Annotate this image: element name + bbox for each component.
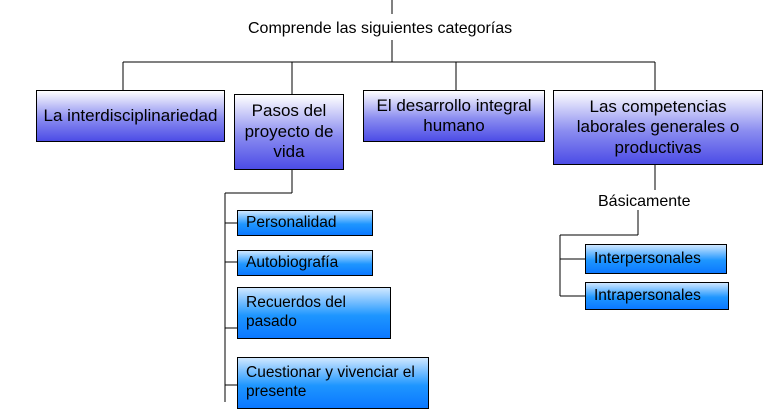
competencia-label: Interpersonales (594, 249, 701, 267)
category-label: El desarrollo integral humano (376, 95, 532, 135)
category-competencias-laborales[interactable]: Las competencias laborales generales o p… (553, 90, 763, 165)
paso-autobiografia[interactable]: Autobiografía (237, 250, 373, 276)
competencia-label: Intrapersonales (594, 286, 701, 304)
category-label: Pasos del proyecto de vida (244, 101, 334, 162)
paso-personalidad[interactable]: Personalidad (237, 210, 373, 236)
category-label: Las competencias laborales generales o p… (576, 96, 740, 157)
category-pasos-proyecto-vida[interactable]: Pasos del proyecto de vida (234, 94, 344, 170)
competencia-interpersonales[interactable]: Interpersonales (585, 244, 727, 274)
paso-label: Recuerdos del pasado (246, 294, 346, 330)
competencia-intrapersonales[interactable]: Intrapersonales (585, 282, 729, 310)
paso-label: Cuestionar y vivenciar el presente (246, 364, 415, 400)
paso-label: Personalidad (246, 213, 337, 231)
connector-basicamente: Básicamente (598, 193, 691, 210)
paso-recuerdos-pasado[interactable]: Recuerdos del pasado (237, 287, 391, 339)
paso-label: Autobiografía (246, 253, 339, 271)
category-interdisciplinariedad[interactable]: La interdisciplinariedad (36, 90, 225, 142)
header-label: Comprende las siguientes categorías (248, 20, 513, 37)
category-desarrollo-integral[interactable]: El desarrollo integral humano (363, 90, 545, 142)
paso-cuestionar-presente[interactable]: Cuestionar y vivenciar el presente (237, 357, 429, 409)
category-label: La interdisciplinariedad (43, 105, 218, 125)
